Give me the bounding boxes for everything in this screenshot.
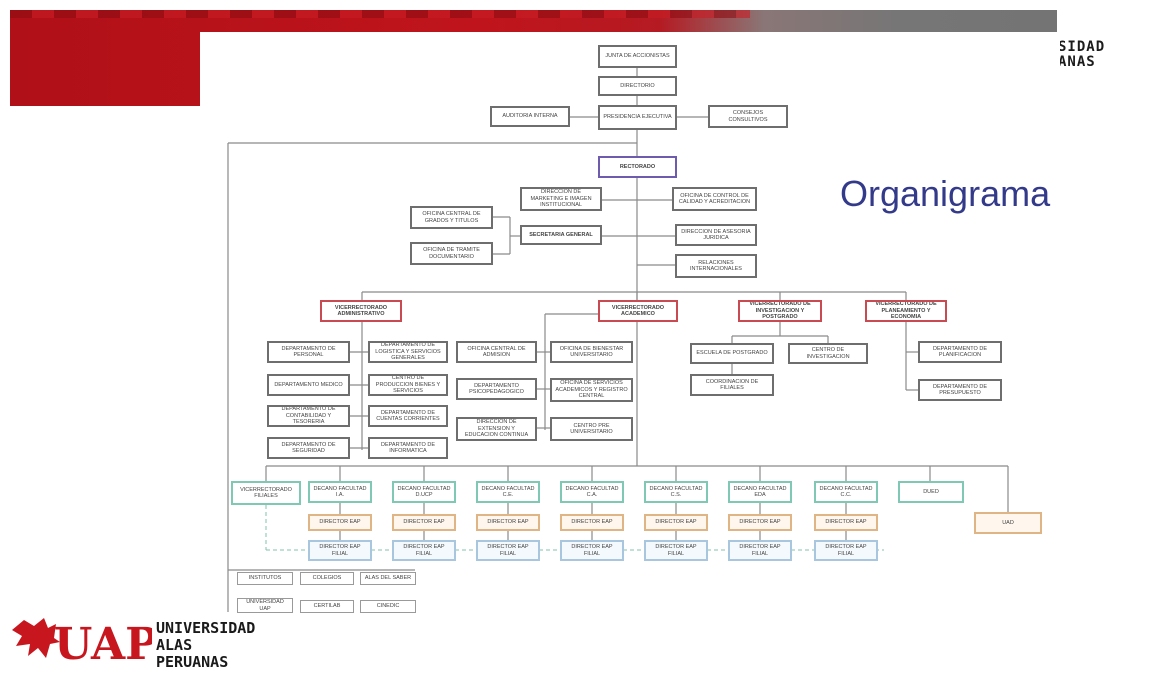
node-centro-produccion: CENTRO DE PRODUCCION BIENES Y SERVICIOS bbox=[368, 374, 448, 396]
node-director-eap-filial: DIRECTOR EAP FILIAL bbox=[644, 540, 708, 561]
node-vicerrectorado-planeamiento: VICERRECTORADO DE PLANEAMIENTO Y ECONOMI… bbox=[865, 300, 947, 322]
node-director-eap-filial: DIRECTOR EAP FILIAL bbox=[392, 540, 456, 561]
node-director-eap-filial: DIRECTOR EAP FILIAL bbox=[814, 540, 878, 561]
node-oficina-control-calidad: OFICINA DE CONTROL DE CALIDAD Y ACREDITA… bbox=[672, 187, 757, 211]
node-dep-presupuesto: DEPARTAMENTO DE PRESUPUESTO bbox=[918, 379, 1002, 401]
node-relaciones-internacionales: RELACIONES INTERNACIONALES bbox=[675, 254, 757, 278]
node-oficina-bienestar: OFICINA DE BIENESTAR UNIVERSITARIO bbox=[550, 341, 633, 363]
uap-logo-text: UNIVERSIDAD ALAS PERUANAS bbox=[156, 620, 270, 671]
node-decano: DECANO FACULTAD EDA bbox=[728, 481, 792, 503]
node-presidencia-ejecutiva: PRESIDENCIA EJECUTIVA bbox=[598, 105, 677, 130]
university-logo: UAP UNIVERSIDAD ALAS PERUANAS bbox=[10, 612, 270, 671]
header-university-line2: ANAS bbox=[1058, 54, 1096, 70]
node-institutos: INSTITUTOS bbox=[237, 572, 293, 585]
node-director-eap: DIRECTOR EAP bbox=[392, 514, 456, 531]
node-secretaria-general: SECRETARIA GENERAL bbox=[520, 225, 602, 245]
node-director-eap-filial: DIRECTOR EAP FILIAL bbox=[476, 540, 540, 561]
node-vicerrectorado-filiales: VICERRECTORADO FILIALES bbox=[231, 481, 301, 505]
node-decano: DECANO FACULTAD C.S. bbox=[644, 481, 708, 503]
node-junta-accionistas: JUNTA DE ACCIONISTAS bbox=[598, 45, 677, 68]
node-dep-contabilidad: DEPARTAMENTO DE CONTABILIDAD Y TESORERIA bbox=[267, 405, 350, 427]
node-dep-seguridad: DEPARTAMENTO DE SEGURIDAD bbox=[267, 437, 350, 459]
node-director-eap: DIRECTOR EAP bbox=[476, 514, 540, 531]
node-director-eap: DIRECTOR EAP bbox=[560, 514, 624, 531]
node-vicerrectorado-investigacion: VICERRECTORADO DE INVESTIGACION Y POSTGR… bbox=[738, 300, 822, 322]
node-oficina-tramite: OFICINA DE TRAMITE DOCUMENTARIO bbox=[410, 242, 493, 265]
node-dued: DUED bbox=[898, 481, 964, 503]
node-dep-personal: DEPARTAMENTO DE PERSONAL bbox=[267, 341, 350, 363]
node-vicerrectorado-academico: VICERRECTORADO ACADEMICO bbox=[598, 300, 678, 322]
header-banner-pattern bbox=[10, 10, 750, 18]
node-dep-cuentas-corrientes: DEPARTAMENTO DE CUENTAS CORRIENTES bbox=[368, 405, 448, 427]
node-universidad-uap: UNIVERSIDAD UAP bbox=[237, 598, 293, 613]
node-coordinacion-filiales: COORDINACION DE FILIALES bbox=[690, 374, 774, 396]
node-consejos-consultivos: CONSEJOS CONSULTIVOS bbox=[708, 105, 788, 128]
header-university-line1: SIDAD bbox=[1058, 39, 1106, 55]
node-direccion-asesoria-juridica: DIRECCION DE ASESORIA JURIDICA bbox=[675, 224, 757, 246]
node-director-eap: DIRECTOR EAP bbox=[814, 514, 878, 531]
node-dep-planificacion: DEPARTAMENTO DE PLANIFICACION bbox=[918, 341, 1002, 363]
node-decano: DECANO FACULTAD C.E. bbox=[476, 481, 540, 503]
node-dep-psicopedagogico: DEPARTAMENTO PSICOPEDAGOGICO bbox=[456, 378, 537, 400]
node-oficina-servicios-academicos: OFICINA DE SERVICIOS ACADEMICOS Y REGIST… bbox=[550, 378, 633, 402]
node-oficina-admision: OFICINA CENTRAL DE ADMISION bbox=[456, 341, 537, 363]
node-uad: UAD bbox=[974, 512, 1042, 534]
node-dep-informatica: DEPARTAMENTO DE INFORMATICA bbox=[368, 437, 448, 459]
node-escuela-postgrado: ESCUELA DE POSTGRADO bbox=[690, 343, 774, 364]
node-alas-del-saber: ALAS DEL SABER bbox=[360, 572, 416, 585]
node-colegios: COLEGIOS bbox=[300, 572, 354, 585]
node-oficina-grados-titulos: OFICINA CENTRAL DE GRADOS Y TITULOS bbox=[410, 206, 493, 229]
node-centro-investigacion: CENTRO DE INVESTIGACION bbox=[788, 343, 868, 364]
node-directorio: DIRECTORIO bbox=[598, 76, 677, 96]
node-direccion-extension: DIRECCION DE EXTENSION Y EDUCACION CONTI… bbox=[456, 417, 537, 441]
logo-line2: ALAS PERUANAS bbox=[156, 636, 229, 671]
uap-logo-acronym: UAP bbox=[54, 619, 152, 666]
node-decano: DECANO FACULTAD D.UCP bbox=[392, 481, 456, 503]
page-title: Organigrama bbox=[840, 173, 1051, 214]
node-certilab: CERTILAB bbox=[300, 600, 354, 613]
node-cinedic: CINEDIC bbox=[360, 600, 416, 613]
uap-logo-mark: UAP bbox=[12, 618, 152, 666]
node-direccion-marketing: DIRECCION DE MARKETING E IMAGEN INSTITUC… bbox=[520, 187, 602, 211]
node-vicerrectorado-administrativo: VICERRECTORADO ADMINISTRATIVO bbox=[320, 300, 402, 322]
node-director-eap: DIRECTOR EAP bbox=[728, 514, 792, 531]
node-director-eap: DIRECTOR EAP bbox=[644, 514, 708, 531]
node-director-eap: DIRECTOR EAP bbox=[308, 514, 372, 531]
node-decano: DECANO FACULTAD C.C. bbox=[814, 481, 878, 503]
node-decano: DECANO FACULTAD I.A. bbox=[308, 481, 372, 503]
node-auditoria-interna: AUDITORIA INTERNA bbox=[490, 106, 570, 127]
node-director-eap-filial: DIRECTOR EAP FILIAL bbox=[728, 540, 792, 561]
logo-line1: UNIVERSIDAD bbox=[156, 619, 256, 637]
node-decano: DECANO FACULTAD C.A. bbox=[560, 481, 624, 503]
node-director-eap-filial: DIRECTOR EAP FILIAL bbox=[308, 540, 372, 561]
header-university-name: SIDAD ANAS bbox=[1058, 40, 1138, 70]
node-director-eap-filial: DIRECTOR EAP FILIAL bbox=[560, 540, 624, 561]
node-dep-medico: DEPARTAMENTO MEDICO bbox=[267, 374, 350, 396]
node-dep-logistica: DEPARTAMENTO DE LOGISTICA Y SERVICIOS GE… bbox=[368, 341, 448, 363]
node-rectorado: RECTORADO bbox=[598, 156, 677, 178]
node-centro-preuniversitario: CENTRO PRE UNIVERSITARIO bbox=[550, 417, 633, 441]
